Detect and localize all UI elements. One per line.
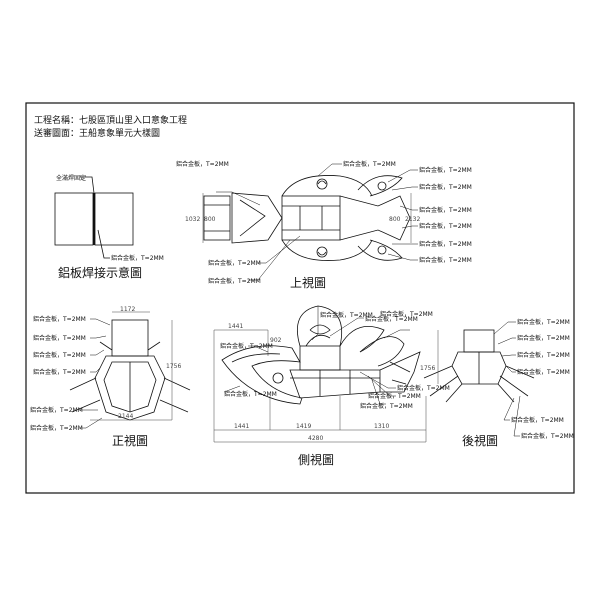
top-dim-height-left: 800 bbox=[204, 216, 216, 223]
side-view-title: 側視圖 bbox=[298, 452, 334, 467]
weld-note-label: 全滿焊固定 bbox=[56, 174, 86, 182]
weld-plate-left bbox=[54, 192, 94, 246]
side-sail-right bbox=[359, 336, 405, 367]
rear-label-1: 鋁合金板，T=2MM bbox=[517, 318, 570, 326]
top-label-9: 鋁合金板，T=2MM bbox=[208, 259, 261, 267]
side-hull-body bbox=[289, 369, 381, 399]
front-dim-top: 1172 bbox=[120, 306, 135, 313]
front-view-leaders bbox=[80, 318, 111, 429]
side-dim-seg2: 1419 bbox=[296, 423, 311, 430]
front-mast bbox=[111, 319, 149, 357]
side-dim-total: 4280 bbox=[308, 435, 323, 442]
front-fins-upper bbox=[69, 377, 191, 391]
side-dim-small: 902 bbox=[270, 337, 282, 344]
rear-label-6: 鋁合金板，T=2MM bbox=[521, 432, 574, 440]
top-dim-width-right: 2132 bbox=[405, 216, 420, 223]
rear-dim-height: 1756 bbox=[420, 365, 435, 372]
side-view bbox=[213, 305, 427, 443]
side-label-8: 鋁合金板，T=2MM bbox=[380, 310, 433, 318]
front-hull bbox=[94, 355, 166, 421]
top-wing-upper bbox=[281, 175, 373, 197]
front-label-1: 鋁合金板，T=2MM bbox=[33, 315, 86, 323]
top-dim-width-left: 1032 bbox=[185, 216, 200, 223]
weld-plate-right bbox=[94, 192, 134, 246]
front-label-3: 鋁合金板，T=2MM bbox=[33, 351, 86, 359]
side-label-6: 鋁合金板，T=2MM bbox=[368, 392, 421, 400]
weld-al-leader bbox=[97, 229, 110, 259]
front-label-5: 鋁合金板，T=2MM bbox=[30, 406, 83, 414]
side-dim-seg3: 1310 bbox=[374, 423, 389, 430]
front-label-6: 鋁合金板，T=2MM bbox=[30, 424, 83, 432]
sheet-frame bbox=[25, 102, 575, 494]
top-label-7: 鋁合金板，T=2MM bbox=[419, 240, 472, 248]
top-wing-lower bbox=[281, 239, 373, 261]
weld-al-label: 鋁合金板，T=2MM bbox=[111, 254, 164, 262]
rear-fins-lower bbox=[429, 375, 529, 397]
weld-note-leader bbox=[80, 176, 95, 194]
weld-view-title: 鋁板焊接示意圖 bbox=[58, 265, 142, 280]
rear-label-4: 鋁合金板，T=2MM bbox=[517, 368, 570, 376]
top-view-leaders bbox=[216, 163, 418, 281]
front-dim-height: 1756 bbox=[166, 363, 181, 370]
side-deck-cabin bbox=[299, 345, 341, 371]
side-label-5: 鋁合金板，T=2MM bbox=[397, 384, 450, 392]
top-hull-body bbox=[281, 195, 341, 241]
front-view bbox=[69, 311, 191, 421]
side-label-4: 鋁合金板，T=2MM bbox=[224, 390, 277, 398]
top-label-1: 鋁合金板，T=2MM bbox=[176, 160, 229, 168]
rear-label-2: 鋁合金板，T=2MM bbox=[517, 334, 570, 342]
front-label-4: 鋁合金板，T=2MM bbox=[33, 368, 86, 376]
drawing-subtitle: 送審圖面：王船意象單元大樣圖 bbox=[34, 129, 161, 139]
top-stern-flare bbox=[339, 195, 411, 241]
side-view-leaders bbox=[223, 306, 410, 405]
top-label-10: 鋁合金板，T=2MM bbox=[208, 277, 261, 285]
top-label-2: 鋁合金板，T=2MM bbox=[343, 160, 396, 168]
top-view-title: 上視圖 bbox=[290, 275, 326, 290]
top-label-3: 鋁合金板，T=2MM bbox=[419, 166, 472, 174]
weld-detail bbox=[54, 176, 134, 259]
front-fins-lower bbox=[71, 399, 189, 413]
top-hatch-block bbox=[203, 195, 231, 241]
top-dim-height-right: 800 bbox=[389, 216, 401, 223]
front-label-2: 鋁合金板，T=2MM bbox=[33, 334, 86, 342]
front-dim-bottom: 2144 bbox=[118, 413, 133, 420]
rear-view-title: 後視圖 bbox=[462, 433, 498, 448]
rear-view bbox=[423, 329, 535, 403]
project-title: 工程名稱：七股區頂山里入口意象工程 bbox=[34, 116, 188, 126]
top-scroll-upper bbox=[357, 175, 403, 197]
front-view-title: 正視圖 bbox=[112, 433, 148, 448]
side-label-2: 鋁合金板，T=2MM bbox=[365, 315, 418, 323]
top-label-4: 鋁合金板，T=2MM bbox=[419, 183, 472, 191]
side-bow-crescent bbox=[221, 345, 303, 405]
top-label-8: 鋁合金板，T=2MM bbox=[419, 256, 472, 264]
side-dim-seg1: 1441 bbox=[234, 423, 249, 430]
top-view bbox=[202, 175, 412, 261]
rear-mast bbox=[463, 329, 495, 353]
rear-label-3: 鋁合金板，T=2MM bbox=[517, 351, 570, 359]
side-stern-tail bbox=[379, 351, 421, 393]
top-label-6: 鋁合金板，T=2MM bbox=[419, 222, 472, 230]
rear-view-leaders bbox=[493, 321, 521, 437]
top-label-5: 鋁合金板，T=2MM bbox=[419, 206, 472, 214]
top-bow-plate bbox=[231, 192, 283, 244]
side-label-1: 鋁合金板，T=2MM bbox=[320, 311, 373, 319]
side-label-3: 鋁合金板，T=2MM bbox=[220, 342, 273, 350]
rear-label-5: 鋁合金板，T=2MM bbox=[511, 416, 564, 424]
side-dim-upper: 1441 bbox=[228, 323, 243, 330]
side-label-7: 鋁合金板，T=2MM bbox=[360, 402, 413, 410]
side-sail-mid bbox=[339, 326, 385, 353]
